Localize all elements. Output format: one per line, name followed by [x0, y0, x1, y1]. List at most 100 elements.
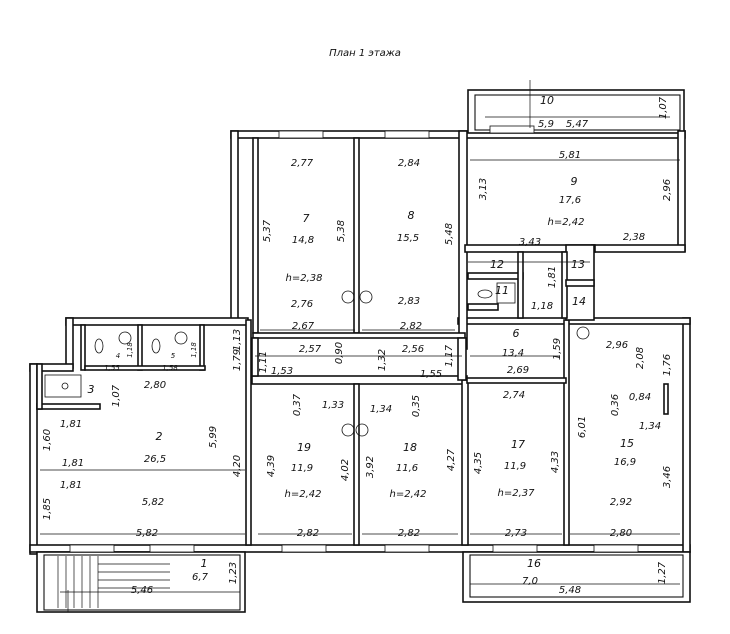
room-15-area: 16,9: [614, 457, 636, 468]
dimension-label: 1,81: [62, 458, 84, 469]
room-17-number: 17: [511, 438, 525, 451]
dimension-label: 1,81: [60, 419, 82, 430]
dimension-label: 5,48: [444, 223, 455, 245]
dimension-label: 1,18: [190, 342, 198, 358]
room-5-number: 5: [171, 352, 176, 360]
room-9-number: 9: [571, 175, 578, 188]
room-19-area: 11,9: [291, 463, 313, 474]
dimension-label: 4,35: [473, 452, 484, 474]
room-18-height: h=2,42: [390, 489, 427, 500]
dimension-label: 4,20: [232, 455, 243, 477]
room-8-area: 15,5: [397, 233, 419, 244]
dimension-label: 2,92: [610, 497, 632, 508]
room-7-area: 14,8: [292, 235, 314, 246]
dimension-label: 1,79: [232, 349, 243, 371]
room-18-area: 11,6: [396, 463, 418, 474]
dimension-label: 3,13: [478, 178, 489, 200]
dimension-label: 2,08: [635, 347, 646, 369]
dimension-label: 1,18: [126, 342, 134, 358]
dimension-label: 1,23: [228, 562, 239, 584]
room-15-number: 15: [620, 437, 634, 450]
room-9-area: 17,6: [559, 195, 581, 206]
dimension-label: 3,46: [662, 466, 673, 488]
room-9-height: h=2,42: [548, 217, 585, 228]
dimension-label: 1,55: [420, 369, 442, 380]
room-10-area: 5,9: [538, 119, 554, 130]
dimension-label: 2,82: [400, 321, 422, 332]
dimension-label: 2,96: [662, 179, 673, 201]
dimension-label: 5,48: [559, 585, 581, 596]
dimension-label: 1,76: [662, 354, 673, 376]
dimension-label: 1,32: [377, 349, 388, 371]
dimension-label: 1,58: [162, 364, 178, 372]
dimension-label: 1,53: [271, 366, 293, 377]
dimension-label: 2,96: [606, 340, 628, 351]
dimension-label: 1,17: [444, 344, 455, 367]
dimension-label: 5,82: [136, 528, 158, 539]
dimension-label: 2,73: [505, 528, 527, 539]
walls: [29, 89, 691, 613]
dimension-label: 5,82: [142, 497, 164, 508]
dimension-label: 5,46: [131, 585, 153, 596]
dimension-label: 2,56: [402, 344, 424, 355]
room-1-number: 1: [201, 557, 208, 570]
room-14-number: 14: [572, 295, 586, 308]
room-7-number: 7: [303, 212, 310, 225]
room-19-number: 19: [297, 441, 311, 454]
dimension-label: 2,69: [507, 365, 529, 376]
dimension-label: 6,01: [577, 416, 588, 438]
dimension-label: 3,92: [365, 456, 376, 478]
room-19-height: h=2,42: [285, 489, 322, 500]
dimension-label: 2,80: [610, 528, 632, 539]
dimension-label: 1,33: [322, 400, 344, 411]
dimension-label: 1,07: [658, 96, 669, 119]
room-2-number: 2: [156, 430, 163, 443]
room-4-number: 4: [116, 352, 120, 360]
dimension-label: 5,47: [566, 119, 589, 130]
dimension-label: 1,85: [42, 498, 53, 520]
room-labels: 1 6,7 2 26,5 3 4 5 6 13,4 7 14,8 h=2,38 …: [88, 94, 637, 587]
dimension-label: 4,02: [340, 459, 351, 481]
room-13-number: 13: [571, 258, 585, 271]
stairs: [57, 556, 170, 608]
dimension-label: 1,60: [42, 429, 53, 451]
dimension-label: 5,38: [336, 220, 347, 242]
dimension-label: 2,76: [291, 299, 313, 310]
plan-title: План 1 этажа: [329, 48, 401, 59]
room-18-number: 18: [403, 441, 417, 454]
dimension-label: 1,34: [639, 421, 661, 432]
dimension-label: 1,11: [258, 351, 269, 373]
dimension-label: 2,74: [503, 390, 525, 401]
dimension-label: 1,34: [370, 404, 392, 415]
dimension-label: 2,83: [398, 296, 420, 307]
dimension-label: 1,27: [657, 561, 668, 584]
dimension-label: 1,59: [552, 338, 563, 360]
room-1-area: 6,7: [192, 572, 209, 583]
dimension-label: 1,81: [547, 266, 558, 288]
dimension-label: 1,81: [60, 480, 82, 491]
dimension-label: 2,82: [297, 528, 319, 539]
room-11-number: 11: [495, 284, 509, 297]
dimension-label: 1,13: [232, 329, 243, 351]
room-6-number: 6: [513, 327, 520, 340]
room-10-number: 10: [540, 94, 554, 107]
dimension-label: 0,90: [334, 342, 345, 364]
dimension-label: 1,55: [104, 364, 120, 372]
room-16-area: 7,0: [522, 576, 538, 587]
dimension-label: 5,99: [208, 426, 219, 448]
dimension-label: 2,82: [398, 528, 420, 539]
dimension-label: 4,39: [266, 455, 277, 477]
dimension-label: 4,27: [446, 448, 457, 471]
room-7-height: h=2,38: [286, 273, 323, 284]
dimension-label: 2,80: [144, 380, 166, 391]
room-12-number: 12: [490, 258, 504, 271]
dimension-label: 5,37: [262, 219, 273, 242]
dimension-label: 1,18: [531, 301, 553, 312]
dimension-label: 0,35: [411, 395, 422, 417]
dimension-label: 3,43: [519, 237, 541, 248]
room-16-number: 16: [527, 557, 541, 570]
room-17-area: 11,9: [504, 461, 526, 472]
dimension-label: 2,57: [299, 344, 322, 355]
room-3-number: 3: [88, 383, 95, 396]
